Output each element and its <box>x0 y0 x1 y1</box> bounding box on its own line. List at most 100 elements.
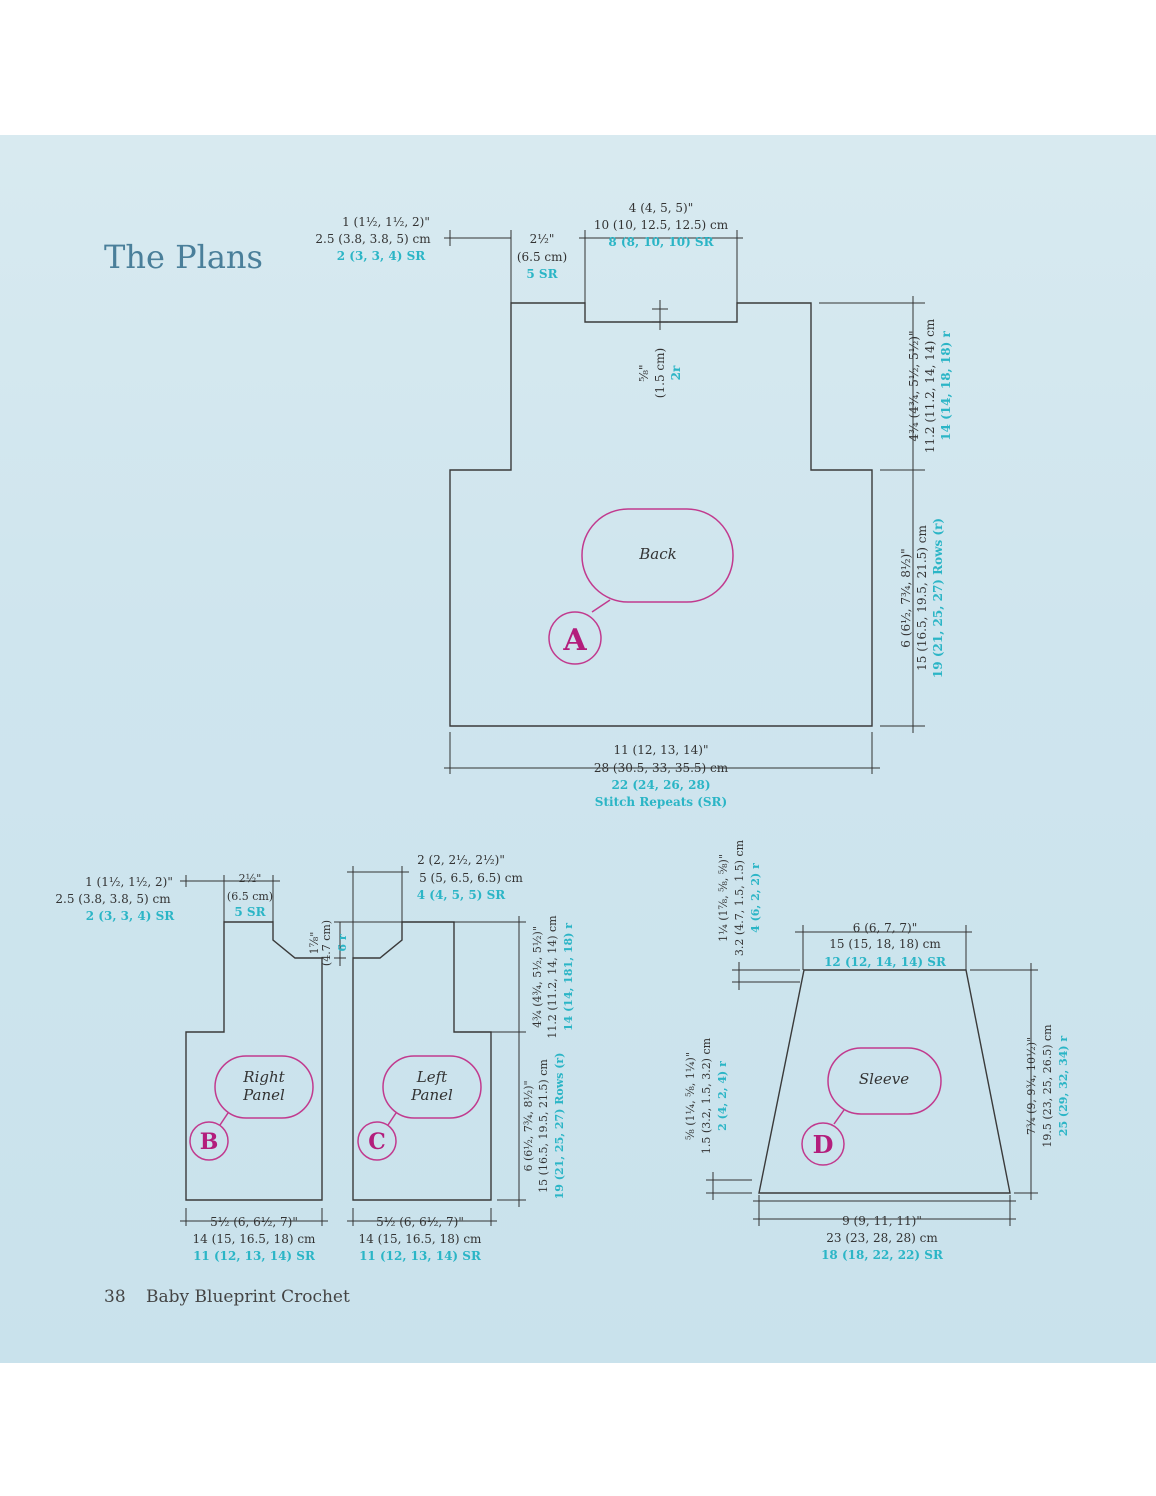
left-panel-body-r: 19 (21, 25, 27) Rows (r) <box>553 1053 566 1200</box>
sleeve-bubble <box>827 1047 942 1115</box>
right-panel-label-2: Panel <box>242 1086 285 1104</box>
sleeve-bottom-edge-r: 2 (4, 2, 4) r <box>716 1061 729 1131</box>
sleeve-top-edge-in: 1¼ (1⅞, ⅝, ⅝)" <box>717 854 730 942</box>
back-body-in: 6 (6½, 7¾, 8½)" <box>899 548 913 647</box>
back-shoulder-sr: 2 (3, 3, 4) SR <box>337 249 426 263</box>
sleeve-top-edge-r: 4 (6, 2, 2) r <box>749 863 762 933</box>
page-background: The Plans 1 (1½, 1½, 2)" 2.5 (3.8, 3.8, … <box>0 135 1156 1363</box>
back-armhole-cm: 11.2 (11.2, 14, 14) cm <box>923 318 937 453</box>
back-label: Back <box>638 545 676 563</box>
back-shoulder-in: 1 (1½, 1½, 2)" <box>342 215 430 229</box>
left-panel-width-in: 5½ (6, 6½, 7)" <box>376 1215 464 1229</box>
back-height-dims <box>819 296 925 733</box>
sleeve-top-edge-cm: 3.2 (4.7, 1.5, 1.5) cm <box>733 839 746 956</box>
back-width-sr: 22 (24, 26, 28) <box>611 778 710 792</box>
left-panel-letter: C <box>368 1129 386 1155</box>
left-panel-neck-cm: 5 (5, 6.5, 6.5) cm <box>419 871 523 885</box>
left-panel-width-cm: 14 (15, 16.5, 18) cm <box>359 1232 482 1246</box>
sleeve-bottom-edge-dim <box>706 1172 752 1200</box>
sleeve-top-width-dim <box>795 925 972 970</box>
right-panel-piece: 1 (1½, 1½, 2)" 2.5 (3.8, 3.8, 5) cm 2 (3… <box>55 872 349 1263</box>
left-panel-neck-dim <box>347 866 409 958</box>
sleeve-top-sr: 12 (12, 14, 14) SR <box>824 955 947 969</box>
right-panel-width-cm: 14 (15, 16.5, 18) cm <box>193 1232 316 1246</box>
back-step-cm: (6.5 cm) <box>517 250 567 264</box>
right-panel-step-in: 2½" <box>239 872 262 885</box>
left-panel-width-dim <box>347 1208 497 1226</box>
page-number: 38 <box>104 1287 126 1307</box>
left-panel-letter-circle <box>357 1121 397 1161</box>
back-body-r: 19 (21, 25, 27) Rows (r) <box>931 518 945 678</box>
sleeve-bottom-edge-in: ⅝ (1¼, ⅝, 1¼)" <box>684 1052 697 1140</box>
back-width-dim <box>444 732 880 774</box>
back-shoulder-dim <box>444 230 512 303</box>
sleeve-height-cm: 19.5 (23, 25, 26.5) cm <box>1041 1024 1054 1148</box>
back-shoulder-cm: 2.5 (3.8, 3.8, 5) cm <box>315 232 431 246</box>
back-armhole-in: 4¾ (4¾, 5½, 5½)" <box>907 330 921 441</box>
right-panel-shoulder-sr: 2 (3, 3, 4) SR <box>86 909 175 923</box>
right-panel-letter-circle <box>189 1121 229 1161</box>
left-panel-armhole-cm: 11.2 (11.2, 14, 14) cm <box>546 915 559 1039</box>
back-piece: 1 (1½, 1½, 2)" 2.5 (3.8, 3.8, 5) cm 2 (3… <box>315 201 953 809</box>
left-panel-piece: 2 (2, 2½, 2½)" 5 (5, 6.5, 6.5) cm 4 (4, … <box>336 853 575 1263</box>
right-panel-width-in: 5½ (6, 6½, 7)" <box>210 1215 298 1229</box>
right-panel-neck-depth-in: 1⅞" <box>308 932 321 955</box>
left-panel-bubble-tail <box>387 1112 397 1126</box>
page-title: The Plans <box>104 238 263 276</box>
sleeve-letter-circle <box>801 1122 845 1166</box>
back-neck-depth-in: ⅝" <box>637 364 651 381</box>
back-step-in: 2½" <box>530 232 555 246</box>
sleeve-bottom-edge-cm: 1.5 (3.2, 1.5, 3.2) cm <box>700 1037 713 1154</box>
sleeve-bottom-sr: 18 (18, 22, 22) SR <box>821 1248 944 1262</box>
back-letter-circle <box>548 611 602 665</box>
left-panel-neck-in: 2 (2, 2½, 2½)" <box>417 853 505 867</box>
back-label-bubble <box>581 508 734 603</box>
sleeve-bottom-in: 9 (9, 11, 11)" <box>842 1214 922 1228</box>
left-panel-outline <box>352 921 492 1201</box>
right-panel-shoulder-in: 1 (1½, 1½, 2)" <box>85 875 173 889</box>
sleeve-letter: D <box>813 1130 834 1159</box>
right-panel-label-1: Right <box>242 1068 285 1086</box>
back-neck-depth-cm: (1.5 cm) <box>653 348 667 398</box>
back-width-cm: 28 (30.5, 33, 35.5) cm <box>594 761 729 775</box>
left-panel-armhole-in: 4¾ (4¾, 5½, 5½)" <box>531 926 544 1028</box>
back-neck-dim <box>579 230 743 303</box>
right-panel-bubble <box>214 1055 314 1119</box>
left-panel-body-cm: 15 (16.5, 19.5, 21.5) cm <box>537 1059 550 1193</box>
right-panel-width-dim <box>180 1208 328 1226</box>
back-letter: A <box>562 623 587 658</box>
sleeve-bottom-width-dim <box>753 1195 1016 1226</box>
sleeve-bottom-cm: 23 (23, 28, 28) cm <box>826 1231 938 1245</box>
right-panel-neck-depth-r: 6 r <box>336 934 349 951</box>
back-neck-depth-r: 2r <box>669 365 683 380</box>
left-panel-bubble <box>382 1055 482 1119</box>
right-panel-top-dims <box>180 875 280 922</box>
sleeve-piece: 6 (6, 7, 7)" 15 (15, 18, 18) cm 12 (12, … <box>684 839 1070 1262</box>
back-neck-sr: 8 (8, 10, 10) SR <box>608 235 714 249</box>
back-outline <box>449 302 873 727</box>
back-step-sr: 5 SR <box>526 267 558 281</box>
back-body-cm: 15 (16.5, 19.5, 21.5) cm <box>915 524 929 670</box>
sleeve-top-edge-dim <box>732 962 800 990</box>
back-neck-depth-dim <box>652 300 668 330</box>
left-panel-armhole-r: 14 (14, 181, 18) r <box>562 923 575 1031</box>
right-panel-shoulder-cm: 2.5 (3.8, 3.8, 5) cm <box>55 892 171 906</box>
right-panel-outline <box>185 921 323 1201</box>
back-bubble-tail <box>591 599 611 613</box>
left-panel-width-sr: 11 (12, 13, 14) SR <box>359 1249 482 1263</box>
left-panel-body-in: 6 (6½, 7¾, 8½)" <box>522 1080 535 1171</box>
sleeve-height-in: 7¾ (9, 9¾, 10½)" <box>1025 1037 1038 1135</box>
right-panel-step-sr: 5 SR <box>234 905 266 919</box>
sleeve-height-r: 25 (29, 32, 34) r <box>1057 1036 1070 1137</box>
sleeve-bubble-tail <box>833 1109 845 1125</box>
back-width-sr-label: Stitch Repeats (SR) <box>595 795 727 809</box>
right-panel-bubble-tail <box>219 1112 229 1126</box>
sleeve-height-dim <box>970 963 1038 1200</box>
right-panel-width-sr: 11 (12, 13, 14) SR <box>193 1249 316 1263</box>
sleeve-top-cm: 15 (15, 18, 18) cm <box>829 937 941 951</box>
left-panel-neck-sr: 4 (4, 5, 5) SR <box>417 888 506 902</box>
schematic-diagram: The Plans 1 (1½, 1½, 2)" 2.5 (3.8, 3.8, … <box>55 201 1070 1307</box>
back-neck-in: 4 (4, 5, 5)" <box>629 201 694 215</box>
left-panel-label-1: Left <box>416 1068 448 1086</box>
back-neck-cm: 10 (10, 12.5, 12.5) cm <box>594 218 729 232</box>
